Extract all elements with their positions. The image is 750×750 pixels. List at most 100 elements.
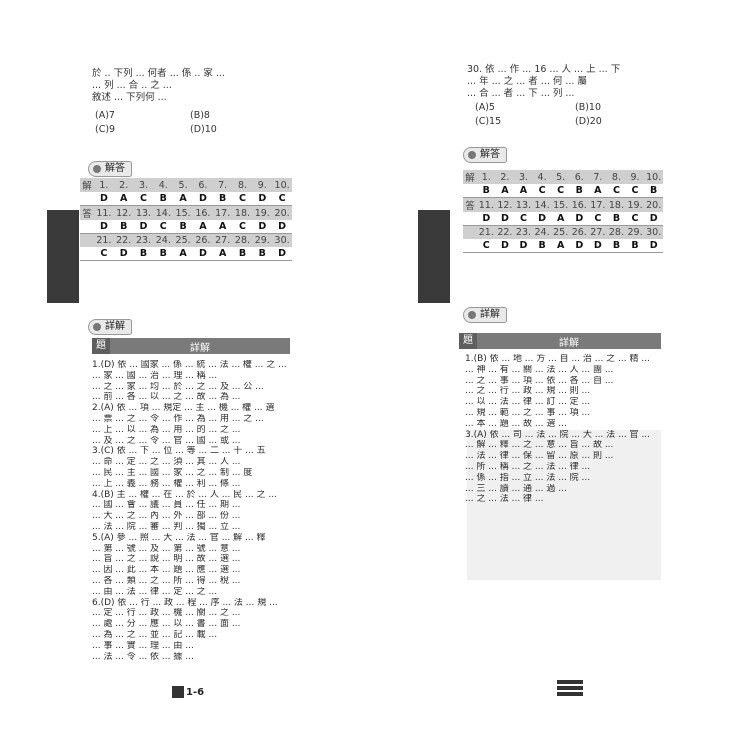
answer-cell: C xyxy=(588,212,608,226)
explain-line: ... 前 ... 各 ... 以 ... 之 ... 故 ... 為 ... xyxy=(92,392,241,403)
q-num: 2. xyxy=(495,170,515,184)
explain-line: ... 法 ... 令 ... 依 ... 據 ... xyxy=(92,651,194,662)
q-num: 24. xyxy=(532,225,552,239)
question-line: ... 列 ... 合 .. 之 ... xyxy=(92,80,172,91)
explain-line: ... 所 ... 稱 ... 之 ... 法 ... 律 ... xyxy=(465,461,591,472)
explain-line: ... 之 ... 行 ... 政 ... 規 ... 則 ... xyxy=(465,386,591,397)
q-num: 28. xyxy=(232,233,253,247)
answer-row-label xyxy=(463,239,477,253)
publisher-logo-icon xyxy=(557,680,583,696)
explain-line: ... 三 ... 讀 ... 通 ... 過 ... xyxy=(465,483,567,494)
q-num: 2. xyxy=(113,178,134,192)
explain-text: 1.(B) 依 ... 地 ... 方 ... 自 ... 治 ... 之 ..… xyxy=(465,354,661,505)
answer-badge-label: 解答 xyxy=(88,160,132,177)
answer-cell: D xyxy=(94,220,114,234)
explain-line: ... 定 ... 行 ... 政 ... 機 ... 關 ... 之 ... xyxy=(92,608,241,619)
answer-cell: D xyxy=(192,192,213,206)
option-a: (A)5 xyxy=(475,102,495,113)
explain-header: 題 詳解 xyxy=(92,338,290,354)
option-c: (C)9 xyxy=(95,124,116,135)
explain-line: ... 民 ... 主 ... 國 ... 家 ... 之 ... 制 ... … xyxy=(92,467,253,478)
explain-line: ... 之 ... 家 ... 均 ... 於 ... 之 ... 及 ... … xyxy=(92,381,264,392)
option-d: (D)20 xyxy=(575,116,602,127)
answer-cell: A xyxy=(113,192,134,206)
explain-line: ... 旨 ... 之 ... 說 ... 明 ... 故 ... 選 ... xyxy=(92,554,241,565)
q-num: 11. xyxy=(94,205,114,220)
explain-line: ... 大 ... 之 ... 內 ... 外 ... 部 ... 份 ... xyxy=(92,511,241,522)
explain-line: 4.(B) 主 ... 權 ... 在 ... 於 ... 人 ... 民 ..… xyxy=(92,489,277,500)
option-c: (C)15 xyxy=(475,116,502,127)
q-num: 30. xyxy=(272,233,292,247)
explain-line: ... 規 ... 範 ... 之 ... 事 ... 項 ... xyxy=(465,407,591,418)
answer-cell: B xyxy=(625,239,645,253)
answer-cell: C xyxy=(232,192,253,206)
q-num: 18. xyxy=(232,205,253,220)
page-number: 1-6 xyxy=(172,686,204,698)
answer-cell: A xyxy=(192,220,213,234)
q-num: 9. xyxy=(252,178,273,192)
q-num: 15. xyxy=(173,205,193,220)
explain-line: 1.(B) 依 ... 地 ... 方 ... 自 ... 治 ... 之 ..… xyxy=(465,354,650,364)
q-num: 10. xyxy=(644,170,663,184)
answer-cell: B xyxy=(569,184,589,198)
explain-badge-label: 詳解 xyxy=(88,318,132,335)
answer-cell: D xyxy=(272,220,292,234)
answer-cell: D xyxy=(644,212,663,226)
left-page: 於 .. 下列 ... 何者 ... 係 .. 家 ... ... 列 ... … xyxy=(47,68,292,698)
explain-line: ... 本 ... 題 ... 故 ... 選 ... xyxy=(465,418,567,429)
q-num: 20. xyxy=(644,197,663,212)
answer-cell: C xyxy=(477,239,496,253)
answer-cell: D xyxy=(113,247,134,261)
answer-cell: D xyxy=(133,220,154,234)
explain-header-title: 詳解 xyxy=(559,337,579,349)
q-num: 24. xyxy=(153,233,174,247)
explain-line: ... 法 ... 院 ... 審 ... 判 ... 獨 ... 立 ... xyxy=(92,521,241,532)
answer-row-label xyxy=(80,233,94,247)
explain-line: 6.(D) 依 ... 行 ... 政 ... 程 ... 序 ... 法 ..… xyxy=(92,597,278,608)
q-num: 26. xyxy=(192,233,213,247)
answer-cell: A xyxy=(173,192,193,206)
q-num: 7. xyxy=(588,170,608,184)
q-num: 14. xyxy=(153,205,174,220)
answer-badge: 解答 xyxy=(88,160,132,177)
explain-line: ... 係 ... 指 ... 立 ... 法 ... 院 ... xyxy=(465,472,591,483)
answer-cell: C xyxy=(272,192,292,206)
explain-line: 3.(A) 依 ... 司 ... 法 ... 院 ... 大 ... 法 ..… xyxy=(465,429,650,440)
answer-row-label xyxy=(463,212,477,226)
explain-text: 1.(D) 依 ... 國家 ... 係 ... 統 ... 法 ... 權 .… xyxy=(92,360,290,662)
answer-cell: A xyxy=(173,247,193,261)
explain-line: ... 國 ... 會 ... 議 ... 員 ... 任 ... 期 ... xyxy=(92,500,241,511)
q-num: 9. xyxy=(625,170,645,184)
explain-line: 1.(D) 依 ... 國家 ... 係 ... 統 ... 法 ... 權 .… xyxy=(92,360,287,370)
q-num: 28. xyxy=(607,225,626,239)
answer-cell: B xyxy=(153,192,174,206)
answer-cell: B xyxy=(133,247,154,261)
explain-line: 5.(A) 參 ... 照 ... 大 ... 法 ... 官 ... 解 ..… xyxy=(92,532,266,543)
q-num: 15. xyxy=(551,197,570,212)
q-num: 30. xyxy=(644,225,663,239)
q-num: 4. xyxy=(532,170,552,184)
answer-cell: C xyxy=(607,184,626,198)
answer-cell: D xyxy=(272,247,292,261)
option-d: (D)10 xyxy=(190,124,217,135)
explain-line: ... 各 ... 類 ... 之 ... 所 ... 得 ... 稅 ... xyxy=(92,575,241,586)
q-num: 21. xyxy=(477,225,496,239)
q-num: 17. xyxy=(212,205,233,220)
q-num: 26. xyxy=(569,225,589,239)
left-side-tab xyxy=(47,210,79,303)
answer-row-label: 答 xyxy=(80,205,94,220)
explain-line: ... 因 ... 此 ... 本 ... 題 ... 應 ... 選 ... xyxy=(92,565,241,576)
answer-cell: D xyxy=(252,192,273,206)
answer-row-label xyxy=(463,184,477,198)
answer-cell: A xyxy=(588,184,608,198)
question-line: ... 年 ... 之 ... 者 ... 何 ... 屬 xyxy=(467,76,587,87)
explain-badge: 詳解 xyxy=(463,306,507,323)
q-num: 12. xyxy=(495,197,515,212)
answer-cell: C xyxy=(153,220,174,234)
answer-cell: B xyxy=(607,212,626,226)
answer-row-label xyxy=(80,192,94,206)
explain-line: ... 神 ... 有 ... 關 ... 法 ... 人 ... 團 ... xyxy=(465,364,614,375)
explain-line: ... 解 ... 釋 ... 之 ... 意 ... 旨 ... 故 ... xyxy=(465,440,614,451)
